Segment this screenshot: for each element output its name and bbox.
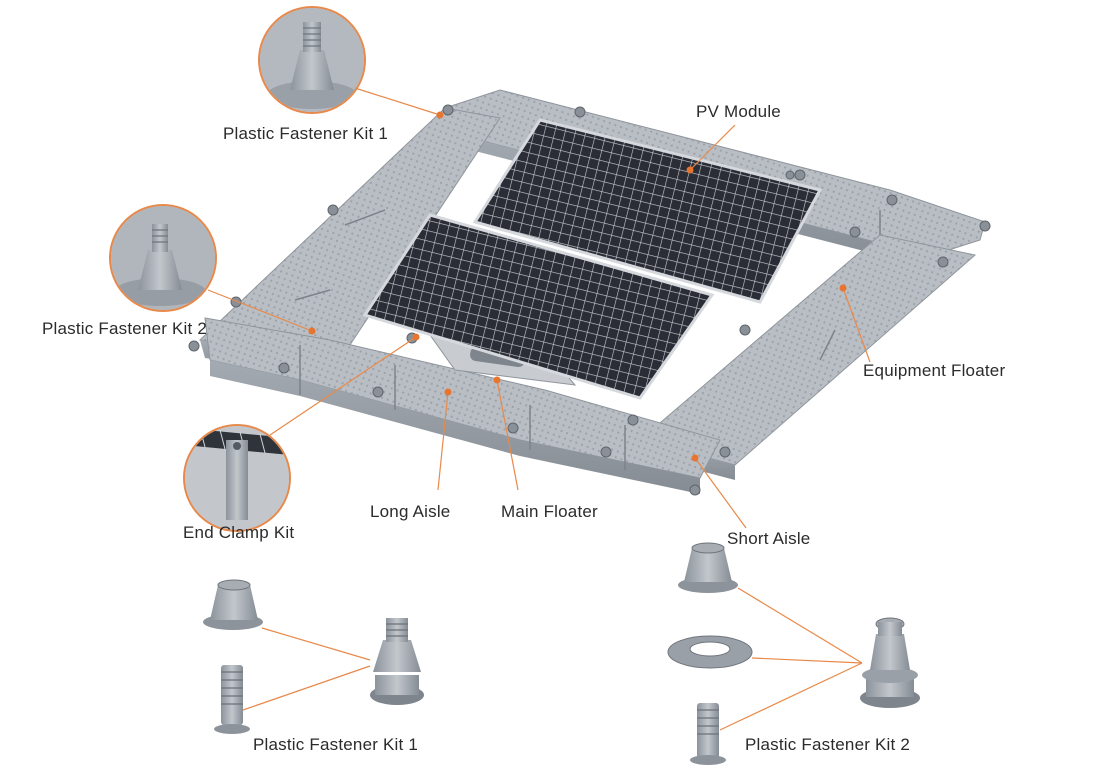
label-equipment-floater: Equipment Floater — [863, 361, 1006, 380]
label-long-aisle: Long Aisle — [370, 502, 451, 521]
label-fastener-kit-2-left: Plastic Fastener Kit 2 — [42, 319, 208, 338]
floater-platform — [188, 89, 991, 496]
kit-1-parts — [203, 579, 424, 734]
label-fastener-kit-1-bottom: Plastic Fastener Kit 1 — [253, 735, 419, 754]
callout-fastener-kit-2 — [109, 204, 217, 312]
callout-end-clamp-kit — [183, 424, 291, 532]
callout-fastener-kit-1 — [258, 6, 366, 114]
leader-dots — [308, 111, 847, 462]
pv-module-front — [362, 213, 715, 400]
pv-module-rear — [472, 118, 823, 304]
label-main-floater: Main Floater — [501, 502, 598, 521]
kit-2-parts — [667, 542, 920, 765]
label-end-clamp-kit: End Clamp Kit — [183, 523, 295, 542]
label-pv-module: PV Module — [696, 102, 781, 121]
label-fastener-kit-1-top: Plastic Fastener Kit 1 — [223, 124, 389, 143]
label-fastener-kit-2-bottom: Plastic Fastener Kit 2 — [745, 735, 911, 754]
label-short-aisle: Short Aisle — [727, 529, 811, 548]
leader-lines — [207, 87, 871, 731]
